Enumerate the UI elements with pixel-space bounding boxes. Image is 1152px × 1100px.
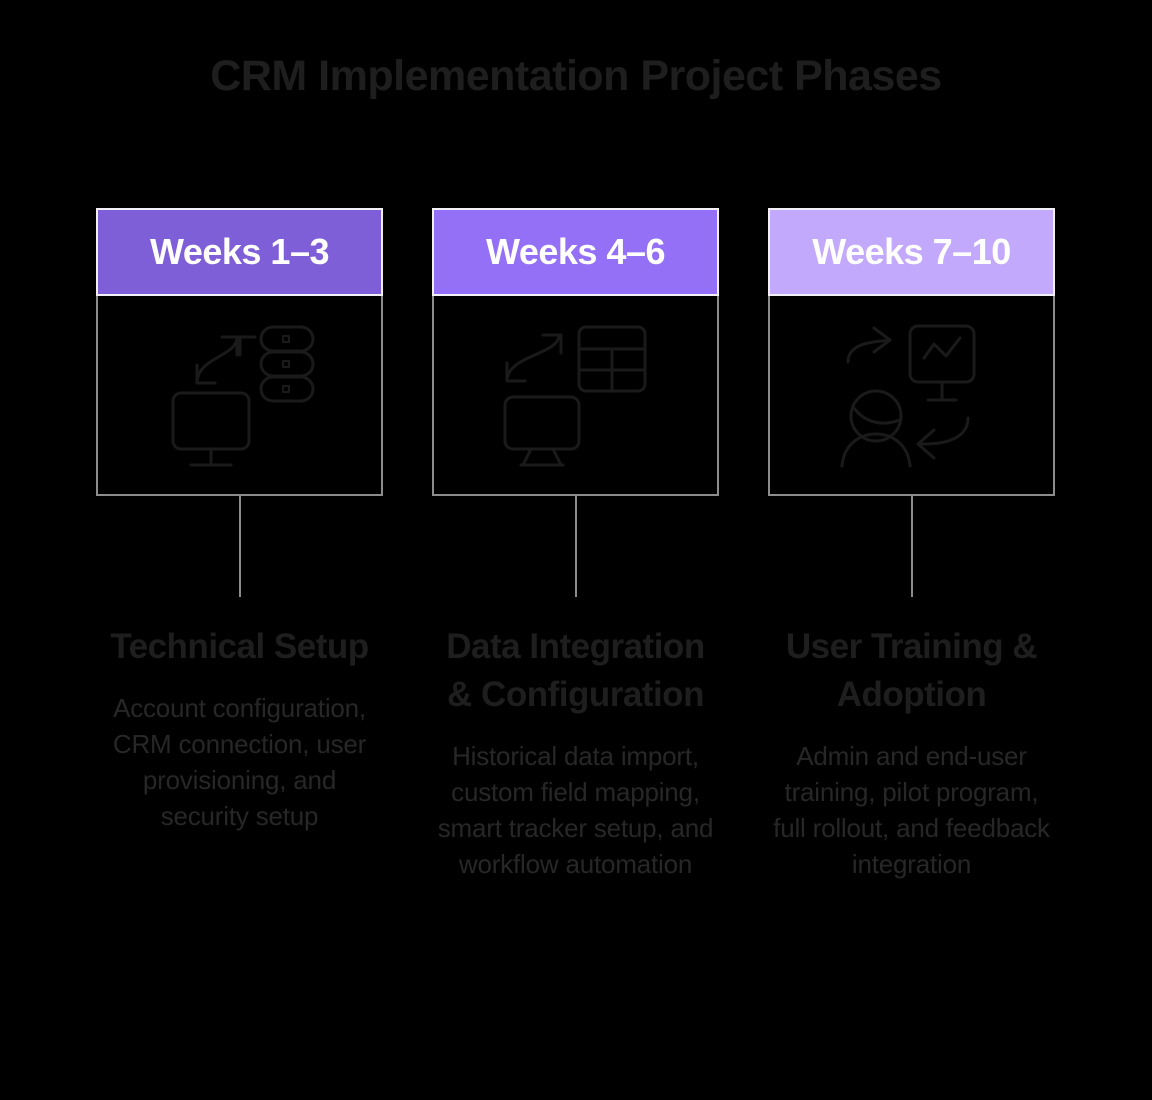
phase-name-1: Technical Setup [110, 627, 369, 666]
phase-name-3: User Training & Adoption [785, 627, 1038, 714]
monitor-database-sync-icon [165, 319, 315, 471]
phase-icon-panel-2 [432, 296, 719, 496]
phase-text-2: Data Integration & Configuration Histori… [432, 623, 719, 882]
phase-badge-label-2: Weeks 4–6 [486, 231, 665, 272]
monitor-table-mapping-icon [501, 319, 651, 471]
phase-text-3: User Training & Adoption Admin and end-u… [768, 623, 1055, 882]
phase-header-3: Weeks 7–10 [768, 208, 1055, 296]
phase-header-1: Weeks 1–3 [96, 208, 383, 296]
phase-connector-3 [910, 496, 913, 597]
phase-card-3[interactable]: Weeks 7–10 [768, 208, 1055, 496]
phase-column-2: Weeks 4–6 [432, 208, 719, 882]
phase-column-1: Weeks 1–3 [96, 208, 383, 834]
phase-columns: Weeks 1–3 [96, 208, 1056, 882]
phase-name-2: Data Integration & Configuration [446, 627, 705, 714]
phase-description-1: Account configuration, CRM connection, u… [112, 692, 367, 831]
phase-description-2: Historical data import, custom field map… [437, 740, 714, 879]
page-title: CRM Implementation Project Phases [210, 52, 942, 100]
phase-header-2: Weeks 4–6 [432, 208, 719, 296]
phase-connector-1 [238, 496, 241, 597]
phase-icon-panel-3 [768, 296, 1055, 496]
phase-icon-panel-1 [96, 296, 383, 496]
user-training-analytics-icon [836, 320, 988, 470]
phase-connector-2 [574, 496, 577, 597]
phase-text-1: Technical Setup Account configuration, C… [96, 623, 383, 834]
phase-card-2[interactable]: Weeks 4–6 [432, 208, 719, 496]
phase-card-1[interactable]: Weeks 1–3 [96, 208, 383, 496]
phase-description-3: Admin and end-user training, pilot progr… [773, 740, 1050, 879]
phase-badge-label-1: Weeks 1–3 [150, 231, 329, 272]
phase-badge-label-3: Weeks 7–10 [812, 231, 1011, 272]
phase-column-3: Weeks 7–10 [768, 208, 1055, 882]
